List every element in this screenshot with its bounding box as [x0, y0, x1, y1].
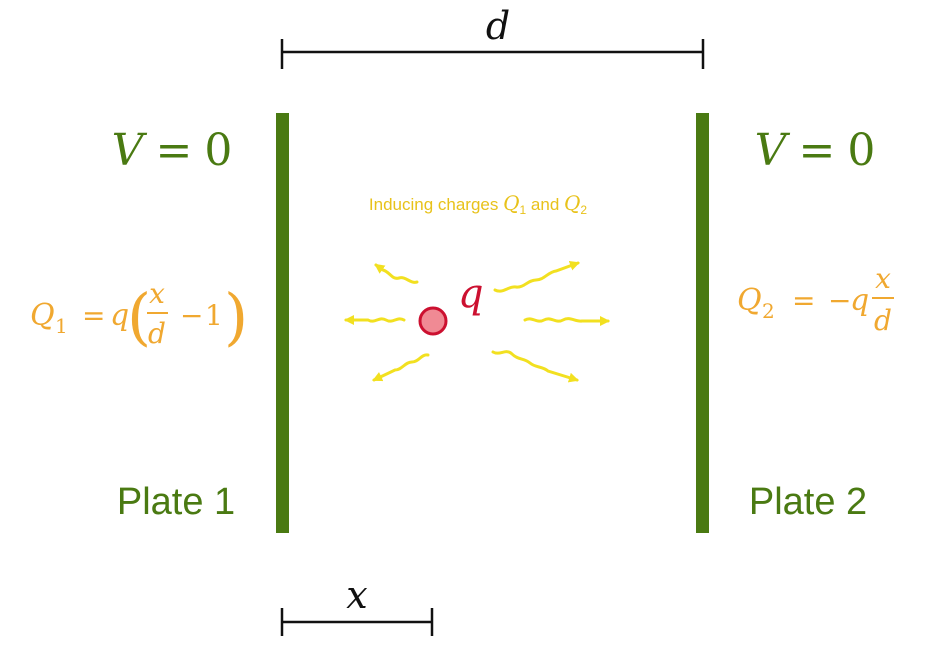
plate2-potential-var: V [755, 125, 791, 176]
plate1-potential-eq: = [155, 125, 192, 176]
q1-lparen: ( [127, 280, 151, 353]
q1-minus: − [180, 299, 203, 332]
plate-2 [696, 113, 709, 533]
q1-one: 1 [205, 299, 223, 332]
wave-lower-left [372, 353, 430, 382]
plate2-potential: V=0 [755, 125, 876, 176]
q1-rparen: ) [224, 280, 248, 353]
q1-frac-num: x [149, 277, 165, 310]
q2-q: q [850, 283, 869, 318]
plate1-potential-value: 0 [204, 125, 232, 176]
field-waves [344, 261, 610, 383]
q2-frac-den: d [874, 304, 892, 337]
q1-eq: = [82, 299, 105, 332]
q1-lhs: Q [30, 298, 55, 333]
q2-lhs: Q [737, 283, 762, 318]
point-charge-label: q [458, 271, 484, 317]
wave-upper-left [374, 263, 419, 284]
caption-prefix: Inducing charges [369, 195, 503, 214]
caption-q1-sub: 1 [520, 203, 527, 217]
distance-x-dimension: x [280, 573, 434, 636]
wave-lower-right [491, 350, 579, 383]
x-label: x [346, 573, 367, 617]
q2-formula: Q 2 = − q x d [737, 262, 894, 337]
caption-and: and [526, 195, 564, 214]
inducing-caption: Inducing charges Q1 and Q2 [369, 191, 588, 217]
q1-formula: Q 1 = q ( x d − 1 ) [30, 277, 248, 353]
plate2-label: Plate 2 [749, 481, 867, 523]
caption-q2: Q [564, 191, 580, 215]
plate1-potential-var: V [112, 125, 148, 176]
q2-frac-num: x [875, 262, 891, 295]
distance-d-dimension: d [280, 4, 705, 69]
plate2-potential-value: 0 [847, 125, 875, 176]
plate-1 [276, 113, 289, 533]
q1-frac-den: d [148, 317, 166, 350]
plate2-potential-eq: = [798, 125, 835, 176]
plate1-label: Plate 1 [117, 481, 235, 523]
d-label: d [486, 4, 510, 48]
plate1-potential: V=0 [112, 125, 233, 176]
q2-eq: = [792, 284, 815, 317]
wave-left [344, 315, 406, 325]
point-charge [418, 306, 448, 336]
wave-right [523, 316, 610, 326]
wave-upper-right [493, 261, 580, 293]
q1-lhs-sub: 1 [55, 314, 68, 338]
q1-q: q [110, 298, 129, 333]
caption-q2-sub: 2 [580, 203, 587, 217]
caption-q1: Q [503, 191, 519, 215]
q2-minus: − [828, 284, 851, 317]
q2-lhs-sub: 2 [762, 299, 775, 323]
